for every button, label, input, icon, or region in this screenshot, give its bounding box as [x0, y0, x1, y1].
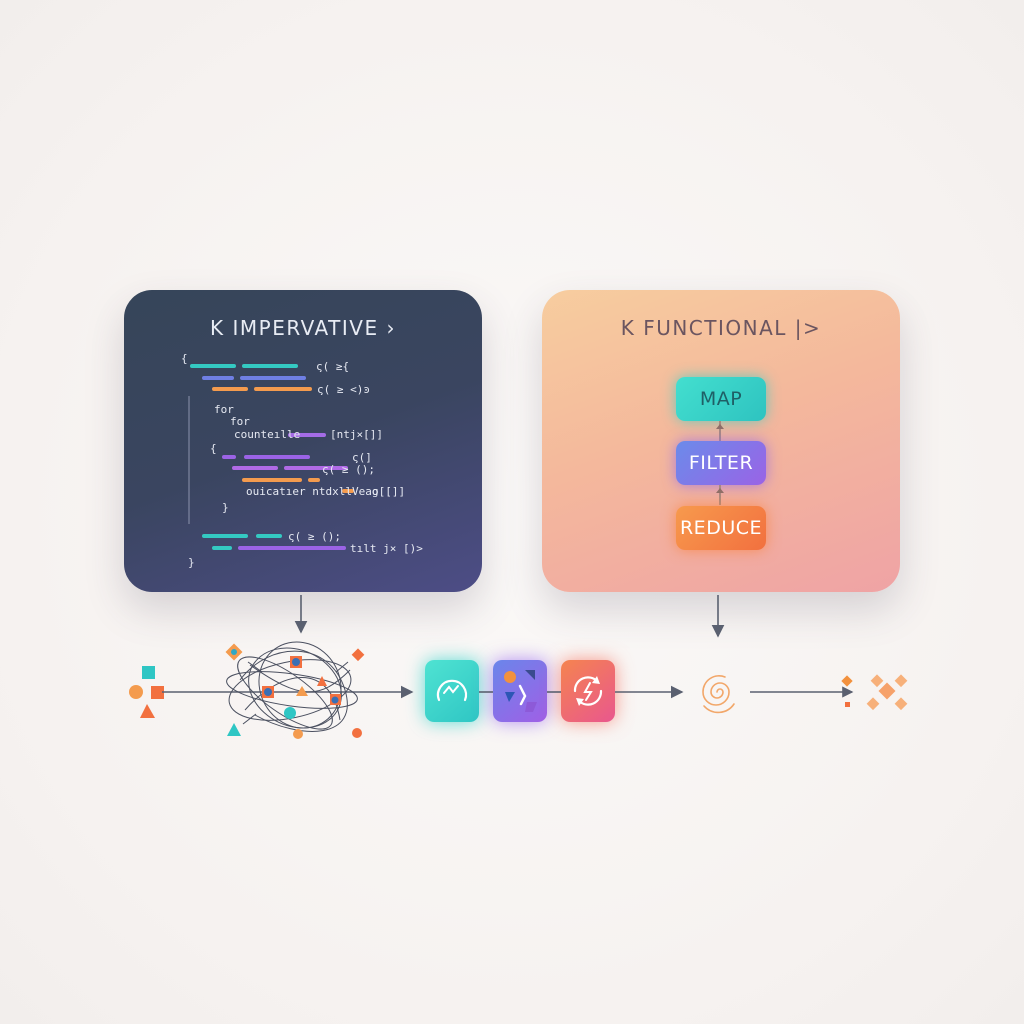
input-shapes-icon [129, 666, 164, 718]
tangle-icon [226, 641, 358, 732]
code-line: { [181, 352, 188, 365]
scatter-icon [841, 674, 908, 711]
code-line: ς( ≥ <)ͽ [317, 383, 370, 396]
code-line: ς(] [352, 451, 372, 464]
code-line: ς( ≥ (); [322, 463, 375, 476]
gauge-icon [436, 679, 468, 702]
code-line: tılt j× [)> [350, 542, 423, 555]
code-line: o[[]] [372, 485, 406, 498]
map-chip: MAP [676, 377, 766, 421]
refresh-icon [573, 676, 603, 706]
map-stage [425, 660, 479, 722]
code-line: { [210, 442, 217, 455]
code-line: counteılle [234, 428, 301, 441]
shapes-icon [504, 670, 537, 712]
functional-panel: K FUNCTIONAL |> MAP FILTER REDUCE [542, 290, 900, 592]
imperative-panel: K IMPERVATIVE › { ς( ≥{ ς( ≥ <)ͽ for for… [124, 290, 482, 592]
functional-title: K FUNCTIONAL |> [620, 316, 822, 340]
code-line: ς( ≥{ [316, 360, 350, 373]
code-line: for [214, 403, 234, 416]
code-line: } [222, 501, 229, 514]
reduce-stage [561, 660, 615, 722]
chip-connector [716, 421, 724, 441]
scattered-shapes-icon [225, 643, 365, 739]
code-line: for [230, 415, 250, 428]
reduce-chip: REDUCE [676, 506, 766, 550]
filter-chip: FILTER [676, 441, 766, 485]
filter-stage [493, 660, 547, 722]
code-line: ς( ≥ (); [288, 530, 341, 543]
chip-connector [716, 485, 724, 505]
code-line: } [188, 556, 195, 569]
imperative-title: K IMPERVATIVE › [210, 316, 396, 340]
code-lines [188, 364, 354, 550]
swirl-icon [702, 675, 735, 714]
code-line: ouicatıer ntdxllVeag [246, 485, 379, 498]
code-line: [ntj×[]] [330, 428, 383, 441]
